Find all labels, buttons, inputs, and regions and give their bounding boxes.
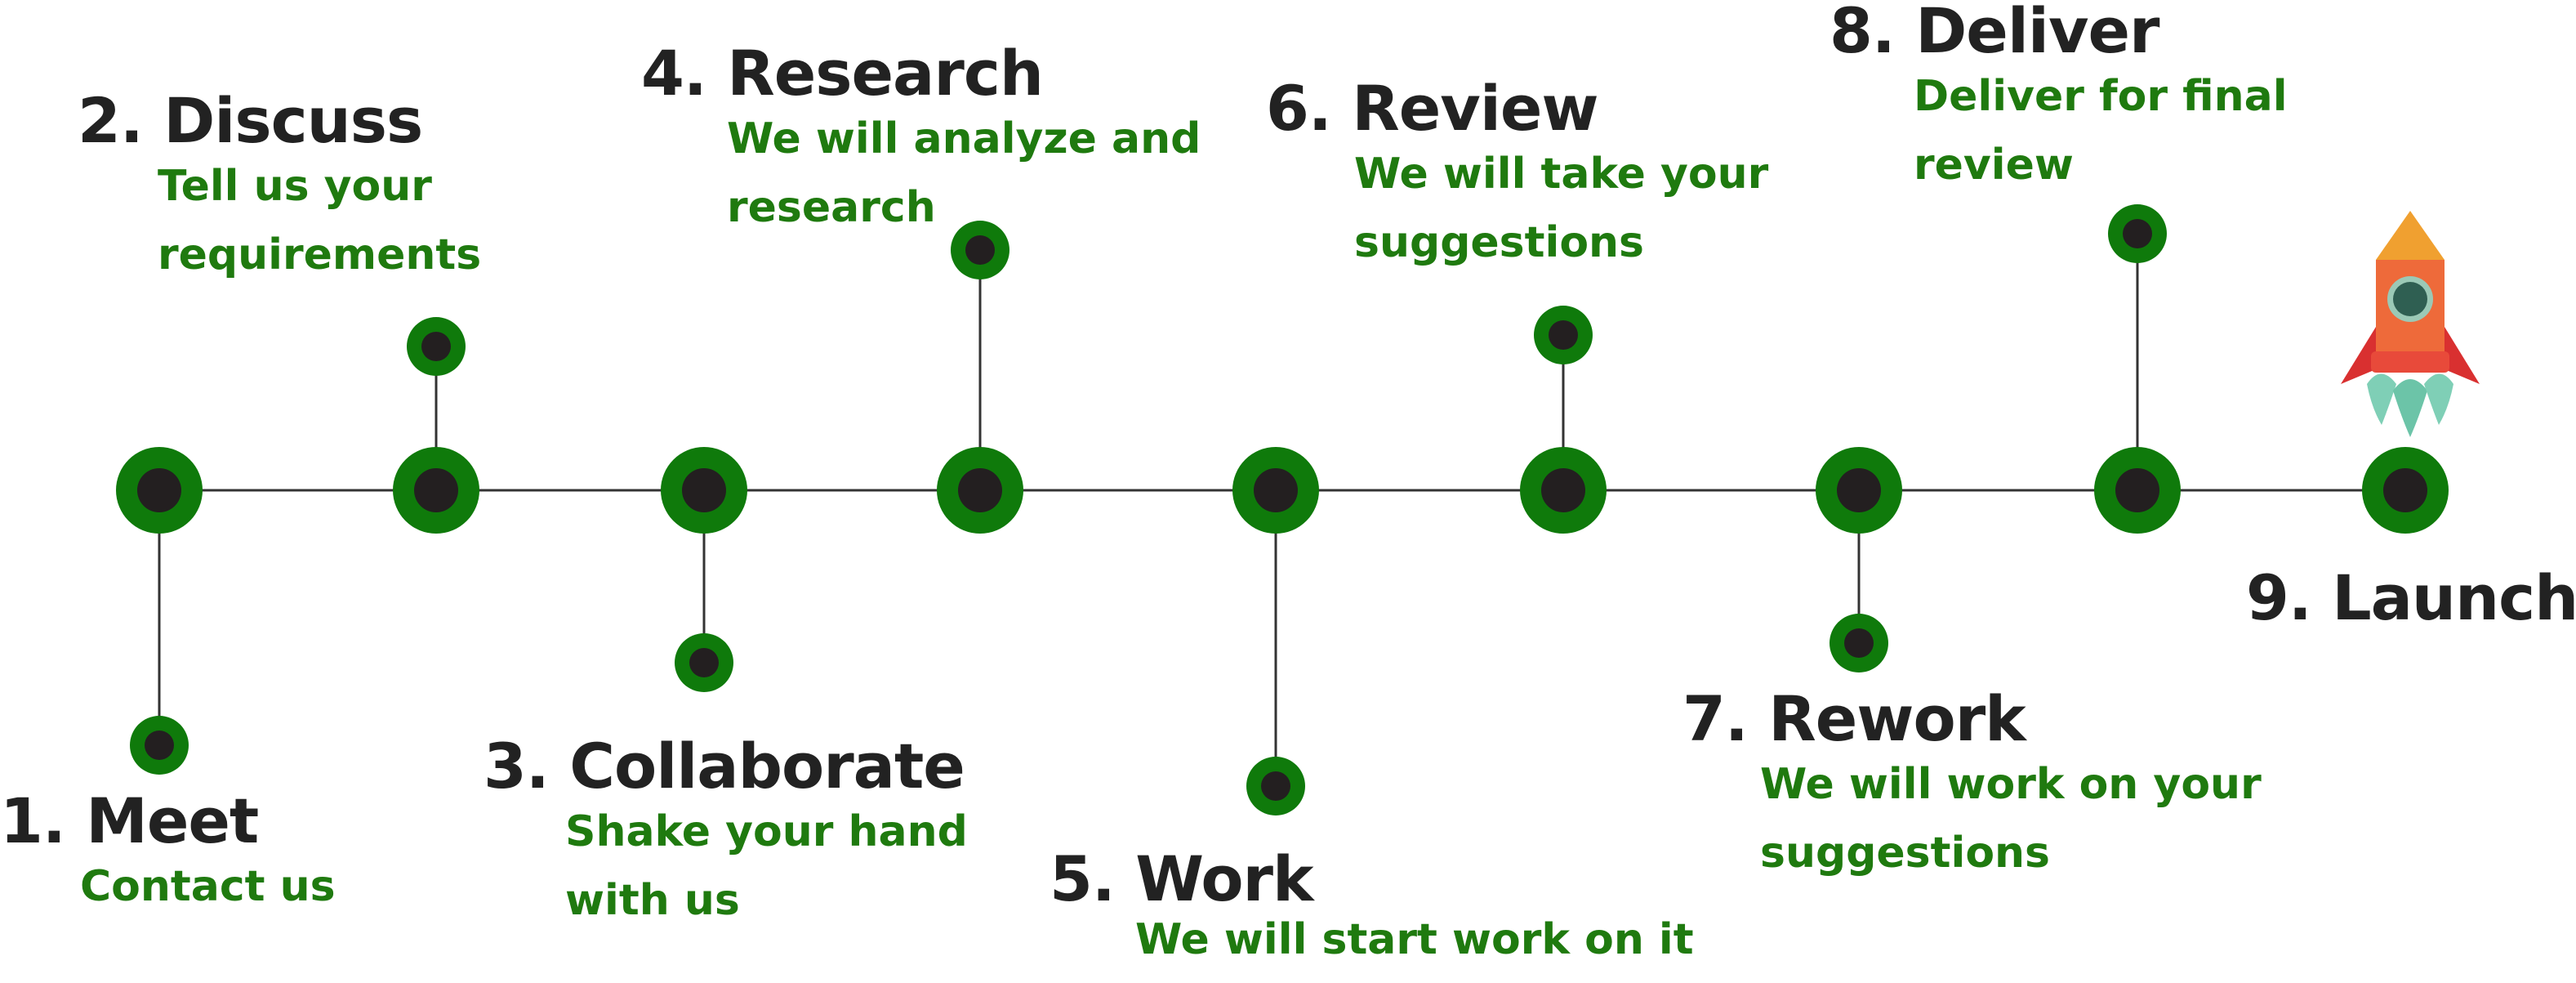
step-8: 8. Deliver Deliver for final review <box>1829 0 2288 199</box>
step-5-description: We will start work on it <box>1135 910 1694 969</box>
step-7: 7. Rework We will work on your suggestio… <box>1682 688 2262 887</box>
step-6-desc-line-1: We will take your <box>1354 150 1769 199</box>
step-2-description: Tell us your requirements <box>158 152 481 289</box>
step-3-title: 3. Collaborate <box>484 730 965 802</box>
step-2: 2. Discuss Tell us your requirements <box>78 90 481 289</box>
step-3-desc-line-2: with us <box>565 876 740 925</box>
main-node-9 <box>2362 447 2449 534</box>
step-6-desc-line-2: suggestions <box>1354 218 1645 267</box>
step-3-desc-line-1: Shake your hand <box>565 807 968 856</box>
step-1: 1. Meet Contact us <box>0 790 336 921</box>
step-1-desc-line-1: Contact us <box>80 862 336 911</box>
step-6: 6. Review We will take your suggestions <box>1266 78 1768 277</box>
step-8-description: Deliver for final review <box>1914 62 2288 199</box>
step-2-title: 2. Discuss <box>78 84 423 157</box>
main-node-6 <box>1520 447 1607 534</box>
main-node-4 <box>937 447 1023 534</box>
branch-node-5 <box>1246 757 1305 815</box>
step-5: 5. Work We will start work on it <box>1050 848 1694 969</box>
branch-node-2 <box>407 317 466 376</box>
main-node-1 <box>116 447 203 534</box>
step-8-desc-line-2: review <box>1914 141 2074 190</box>
step-5-desc-line-1: We will start work on it <box>1135 915 1694 964</box>
branch-node-1 <box>130 716 189 775</box>
step-3-description: Shake your hand with us <box>565 798 968 935</box>
main-node-3 <box>661 447 747 534</box>
step-7-desc-line-2: suggestions <box>1760 829 2051 878</box>
step-7-desc-line-1: We will work on your <box>1760 760 2262 809</box>
step-7-description: We will work on your suggestions <box>1760 750 2262 887</box>
branch-node-7 <box>1829 614 1888 672</box>
step-8-title: 8. Deliver <box>1829 0 2160 67</box>
step-2-desc-line-1: Tell us your <box>158 162 432 211</box>
branch-node-8 <box>2108 204 2167 263</box>
main-node-5 <box>1232 447 1319 534</box>
step-9: 9. Launch <box>2246 567 2576 629</box>
main-node-8 <box>2094 447 2181 534</box>
rocket-icon <box>2341 211 2480 437</box>
step-8-desc-line-1: Deliver for final <box>1914 72 2288 121</box>
branch-node-3 <box>675 633 733 692</box>
main-node-7 <box>1816 447 1902 534</box>
step-6-description: We will take your suggestions <box>1354 140 1768 277</box>
branch-node-4 <box>951 221 1009 279</box>
step-3: 3. Collaborate Shake your hand with us <box>484 735 968 935</box>
step-4-desc-line-2: research <box>727 183 936 232</box>
main-node-2 <box>393 447 479 534</box>
step-4-desc-line-1: We will analyze and <box>727 114 1201 163</box>
step-6-title: 6. Review <box>1266 72 1599 145</box>
step-2-desc-line-2: requirements <box>158 230 482 279</box>
step-5-title: 5. Work <box>1050 842 1314 915</box>
branch-node-6 <box>1534 306 1593 364</box>
step-9-title: 9. Launch <box>2246 561 2576 634</box>
step-7-title: 7. Rework <box>1682 682 2026 755</box>
step-1-description: Contact us <box>80 852 336 921</box>
step-4: 4. Research We will analyze and research <box>641 42 1201 242</box>
step-4-title: 4. Research <box>641 37 1044 109</box>
step-4-description: We will analyze and research <box>727 105 1201 242</box>
step-1-title: 1. Meet <box>0 784 259 857</box>
